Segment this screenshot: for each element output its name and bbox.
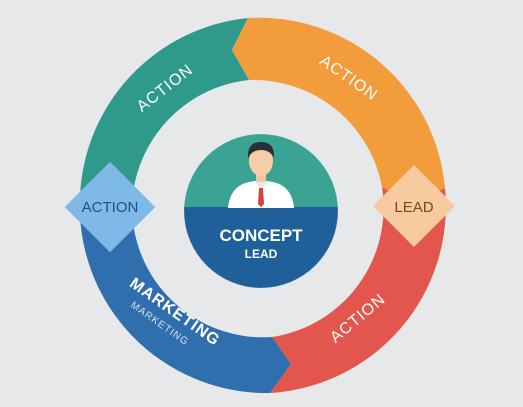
businessman-icon <box>228 142 294 208</box>
segment-bottom-left <box>79 196 291 394</box>
diamond-right-label: LEAD <box>394 199 433 216</box>
segment-top-left <box>80 18 249 205</box>
diamond-left <box>64 161 156 253</box>
segment-top-right <box>232 17 445 204</box>
diamond-left-label: ACTION <box>82 199 139 216</box>
center-badge <box>184 134 338 288</box>
center-title: CONCEPT <box>219 226 303 245</box>
center-subtitle: LEAD <box>245 247 278 261</box>
segment-bottom-right <box>270 187 446 393</box>
